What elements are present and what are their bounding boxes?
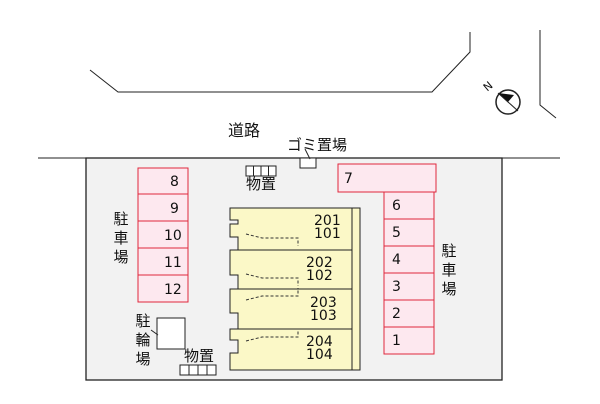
parking-slot-5: 5: [392, 225, 401, 241]
parking-left-block: [137, 167, 189, 303]
parking-slot-4: 4: [392, 252, 401, 268]
unit-202-102: 202 102: [306, 255, 333, 284]
parking-slot-11: 11: [164, 255, 182, 271]
road-curb-line: [89, 32, 471, 93]
road-corner-line: [539, 30, 557, 119]
unit-201-101: 201 101: [314, 213, 341, 242]
unit-lower: 104: [306, 347, 333, 363]
unit-lower: 103: [310, 308, 337, 324]
garbage-label: ゴミ置場: [287, 136, 348, 154]
parking-slot-3: 3: [392, 279, 401, 295]
north-arrow-icon: [495, 89, 521, 115]
parking-slot-8: 8: [170, 174, 179, 190]
unit-203-103: 203 103: [310, 295, 337, 324]
bike-pointer: [150, 329, 159, 336]
road-label: 道路: [228, 121, 261, 140]
parking-left-label: 駐車場: [113, 210, 129, 266]
parking-slot-6: 6: [392, 198, 401, 214]
parking-right-label: 駐車場: [441, 242, 457, 298]
parking-slot-9: 9: [170, 201, 179, 217]
unit-upper: 204: [306, 334, 333, 350]
parking-right-block: [337, 163, 437, 355]
unit-lower: 101: [314, 226, 341, 242]
garbage-box: [299, 157, 317, 169]
storage-top-label: 物置: [246, 175, 277, 193]
bike-parking-label: 駐輪場: [135, 312, 151, 368]
storage-bottom-label: 物置: [184, 347, 215, 365]
unit-upper: 202: [306, 255, 333, 271]
parking-slot-2: 2: [392, 306, 401, 322]
unit-lower: 102: [306, 268, 333, 284]
bike-parking-box: [156, 317, 186, 350]
parking-slot-1: 1: [392, 333, 401, 349]
unit-204-104: 204 104: [306, 334, 333, 363]
unit-upper: 203: [310, 295, 337, 311]
parking-slot-12: 12: [164, 282, 182, 298]
storage-top-icon: [245, 165, 277, 177]
parking-slot-7: 7: [344, 171, 353, 187]
storage-bottom-icon: [179, 364, 217, 376]
garbage-pointer: [304, 148, 311, 160]
parking-slot-10: 10: [164, 228, 182, 244]
unit-upper: 201: [314, 213, 341, 229]
building: [229, 207, 361, 371]
